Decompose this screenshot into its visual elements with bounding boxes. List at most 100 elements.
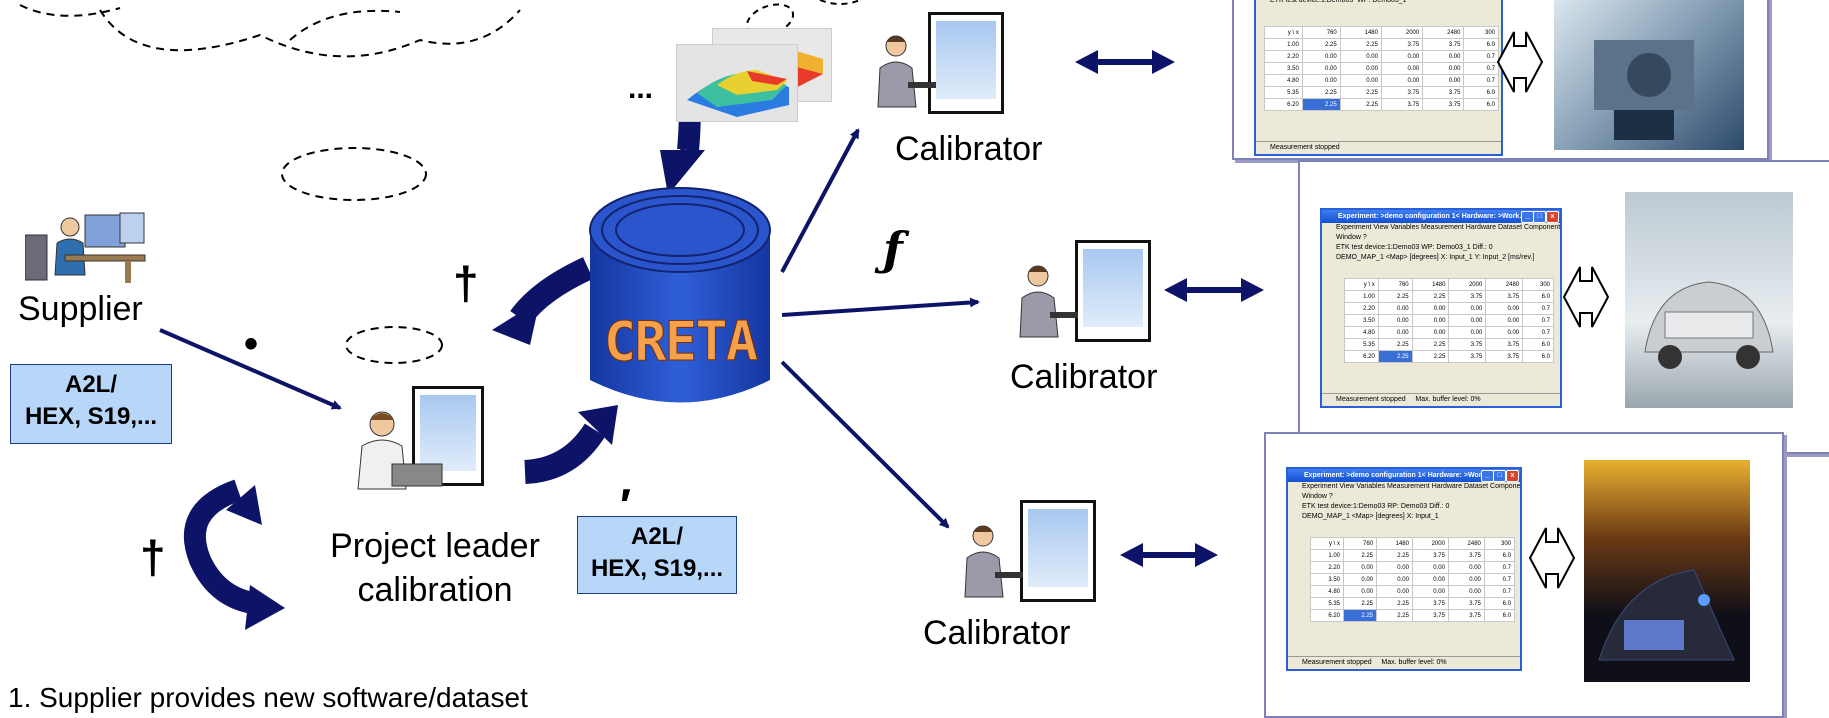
note-right-line1: A2L/	[630, 523, 683, 550]
more-maps-ellipsis: ...	[628, 72, 654, 105]
calibrator-mid-label: Calibrator	[1010, 358, 1158, 396]
note-left-line2: HEX, S19,...	[24, 403, 158, 430]
f-marker: ƒ	[883, 222, 903, 276]
maximize-icon[interactable]: □	[1493, 470, 1506, 482]
status-bar: Measurement stopped Max. buffer level: 0…	[1322, 393, 1560, 406]
menu-bar-2[interactable]: Window ?	[1302, 493, 1333, 500]
menu-bar[interactable]: Experiment View Variables Measurement Ha…	[1302, 483, 1520, 490]
window-titlebar: Experiment: >demo configuration 1< Hardw…	[1288, 469, 1520, 482]
map-surface-plot-front	[676, 44, 798, 122]
db-to-calibrator-bottom-arrow	[780, 360, 950, 529]
close-icon[interactable]: x	[1506, 470, 1519, 482]
device-row: ETK test device:1:Demo03 WP: Demo03_1 Di…	[1336, 244, 1493, 251]
calibrator-bottom-figure	[955, 500, 1100, 602]
db-to-calibrator-mid-arrow	[781, 297, 980, 317]
dagger-marker-lower: †	[140, 531, 166, 583]
window-titlebar: Experiment: >demo configuration 1< Hardw…	[1322, 210, 1560, 223]
bidirectional-arrow-icon	[1528, 527, 1576, 589]
exchange-arrow-bottom	[1120, 543, 1218, 567]
vehicle-test-bench-photo	[1625, 192, 1793, 408]
project-leader-label-line1: Project leader	[330, 527, 540, 565]
exchange-arrow-top	[1075, 50, 1175, 74]
device-row: ETK test device:1:Demo03 RP: Demo03 Diff…	[1302, 503, 1450, 510]
footnote: 1. Supplier provides new software/datase…	[8, 682, 528, 713]
supplier-label: Supplier	[18, 290, 143, 328]
menu-bar[interactable]: Experiment View Variables Measurement Ha…	[1336, 224, 1560, 231]
person-icon	[1019, 265, 1078, 338]
a2l-hex-note-left: A2L/ HEX, S19,...	[10, 364, 172, 444]
calibrator-top-label: Calibrator	[895, 130, 1043, 168]
software-window-mid: Experiment: >demo configuration 1< Hardw…	[1320, 208, 1562, 408]
status-bar: Measurement stopped Max. buffer level: 0…	[1288, 656, 1520, 669]
person-desk-icon	[24, 212, 146, 283]
supplier-arrow	[159, 328, 342, 410]
bullet-marker: •	[244, 322, 259, 366]
calibrator-top-figure	[868, 12, 1013, 114]
project-leader-figure	[342, 386, 484, 496]
person-laptop-icon	[357, 411, 443, 490]
thought-bubble-small	[345, 326, 443, 364]
test-bench-panel-bottom: Experiment: >demo configuration 1< Hardw…	[1264, 432, 1784, 718]
calibrator-mid-figure	[1010, 240, 1155, 342]
project-leader-label-line2: calibration	[357, 571, 513, 609]
device-row: ETK test device:1:Demo03 WP: Demo03_1	[1270, 0, 1407, 4]
calibrator-mid-monitor-icon	[1075, 240, 1151, 342]
engine-test-bench-photo	[1554, 0, 1744, 150]
calibrator-bottom-monitor-icon	[1020, 500, 1096, 602]
dagger-marker-upper: †	[453, 257, 479, 309]
prime-marker: ′	[620, 479, 632, 531]
database-label: CRETA	[603, 310, 759, 374]
calibrator-bottom-label: Calibrator	[923, 614, 1071, 652]
menu-bar-2[interactable]: Window ?	[1336, 234, 1367, 241]
person-icon	[877, 35, 936, 108]
db-to-calibrator-top-arrow	[780, 128, 860, 273]
supplier-figure	[24, 205, 150, 285]
thought-cloud	[19, 4, 521, 58]
vehicle-electronics-photo	[1584, 460, 1750, 682]
map-row: DEMO_MAP_1 <Map> [degrees] X: Input_1	[1302, 513, 1439, 520]
software-window-bottom: Experiment: >demo configuration 1< Hardw…	[1286, 467, 1522, 671]
thought-bubble-mid	[281, 147, 427, 201]
creta-database	[589, 187, 771, 403]
checkin-arrow	[524, 423, 606, 484]
maximize-icon[interactable]: □	[1533, 211, 1546, 223]
cycle-arrow	[183, 479, 285, 630]
exchange-arrow-mid	[1164, 278, 1264, 302]
bidirectional-arrow-icon	[1562, 266, 1610, 328]
note-right-line2: HEX, S19,...	[590, 555, 724, 582]
software-window-top: ETK test device:1:Demo03 WP: Demo03_1 y …	[1254, 0, 1503, 156]
calibrator-top-monitor-icon	[928, 12, 1004, 114]
test-bench-panel-mid: Experiment: >demo configuration 1< Hardw…	[1298, 160, 1829, 454]
test-bench-panel-top: ETK test device:1:Demo03 WP: Demo03_1 y …	[1232, 0, 1769, 160]
note-left-line1: A2L/	[64, 371, 117, 398]
project-leader-label: Project leader calibration	[285, 524, 585, 612]
map-row: DEMO_MAP_1 <Map> [degrees] X: Input_1 Y:…	[1336, 254, 1535, 261]
project-leader-monitor-icon	[412, 386, 484, 486]
bidirectional-arrow-icon	[1496, 31, 1544, 93]
close-icon[interactable]: x	[1546, 211, 1559, 223]
person-icon	[964, 525, 1023, 598]
import-arrow	[660, 110, 705, 195]
